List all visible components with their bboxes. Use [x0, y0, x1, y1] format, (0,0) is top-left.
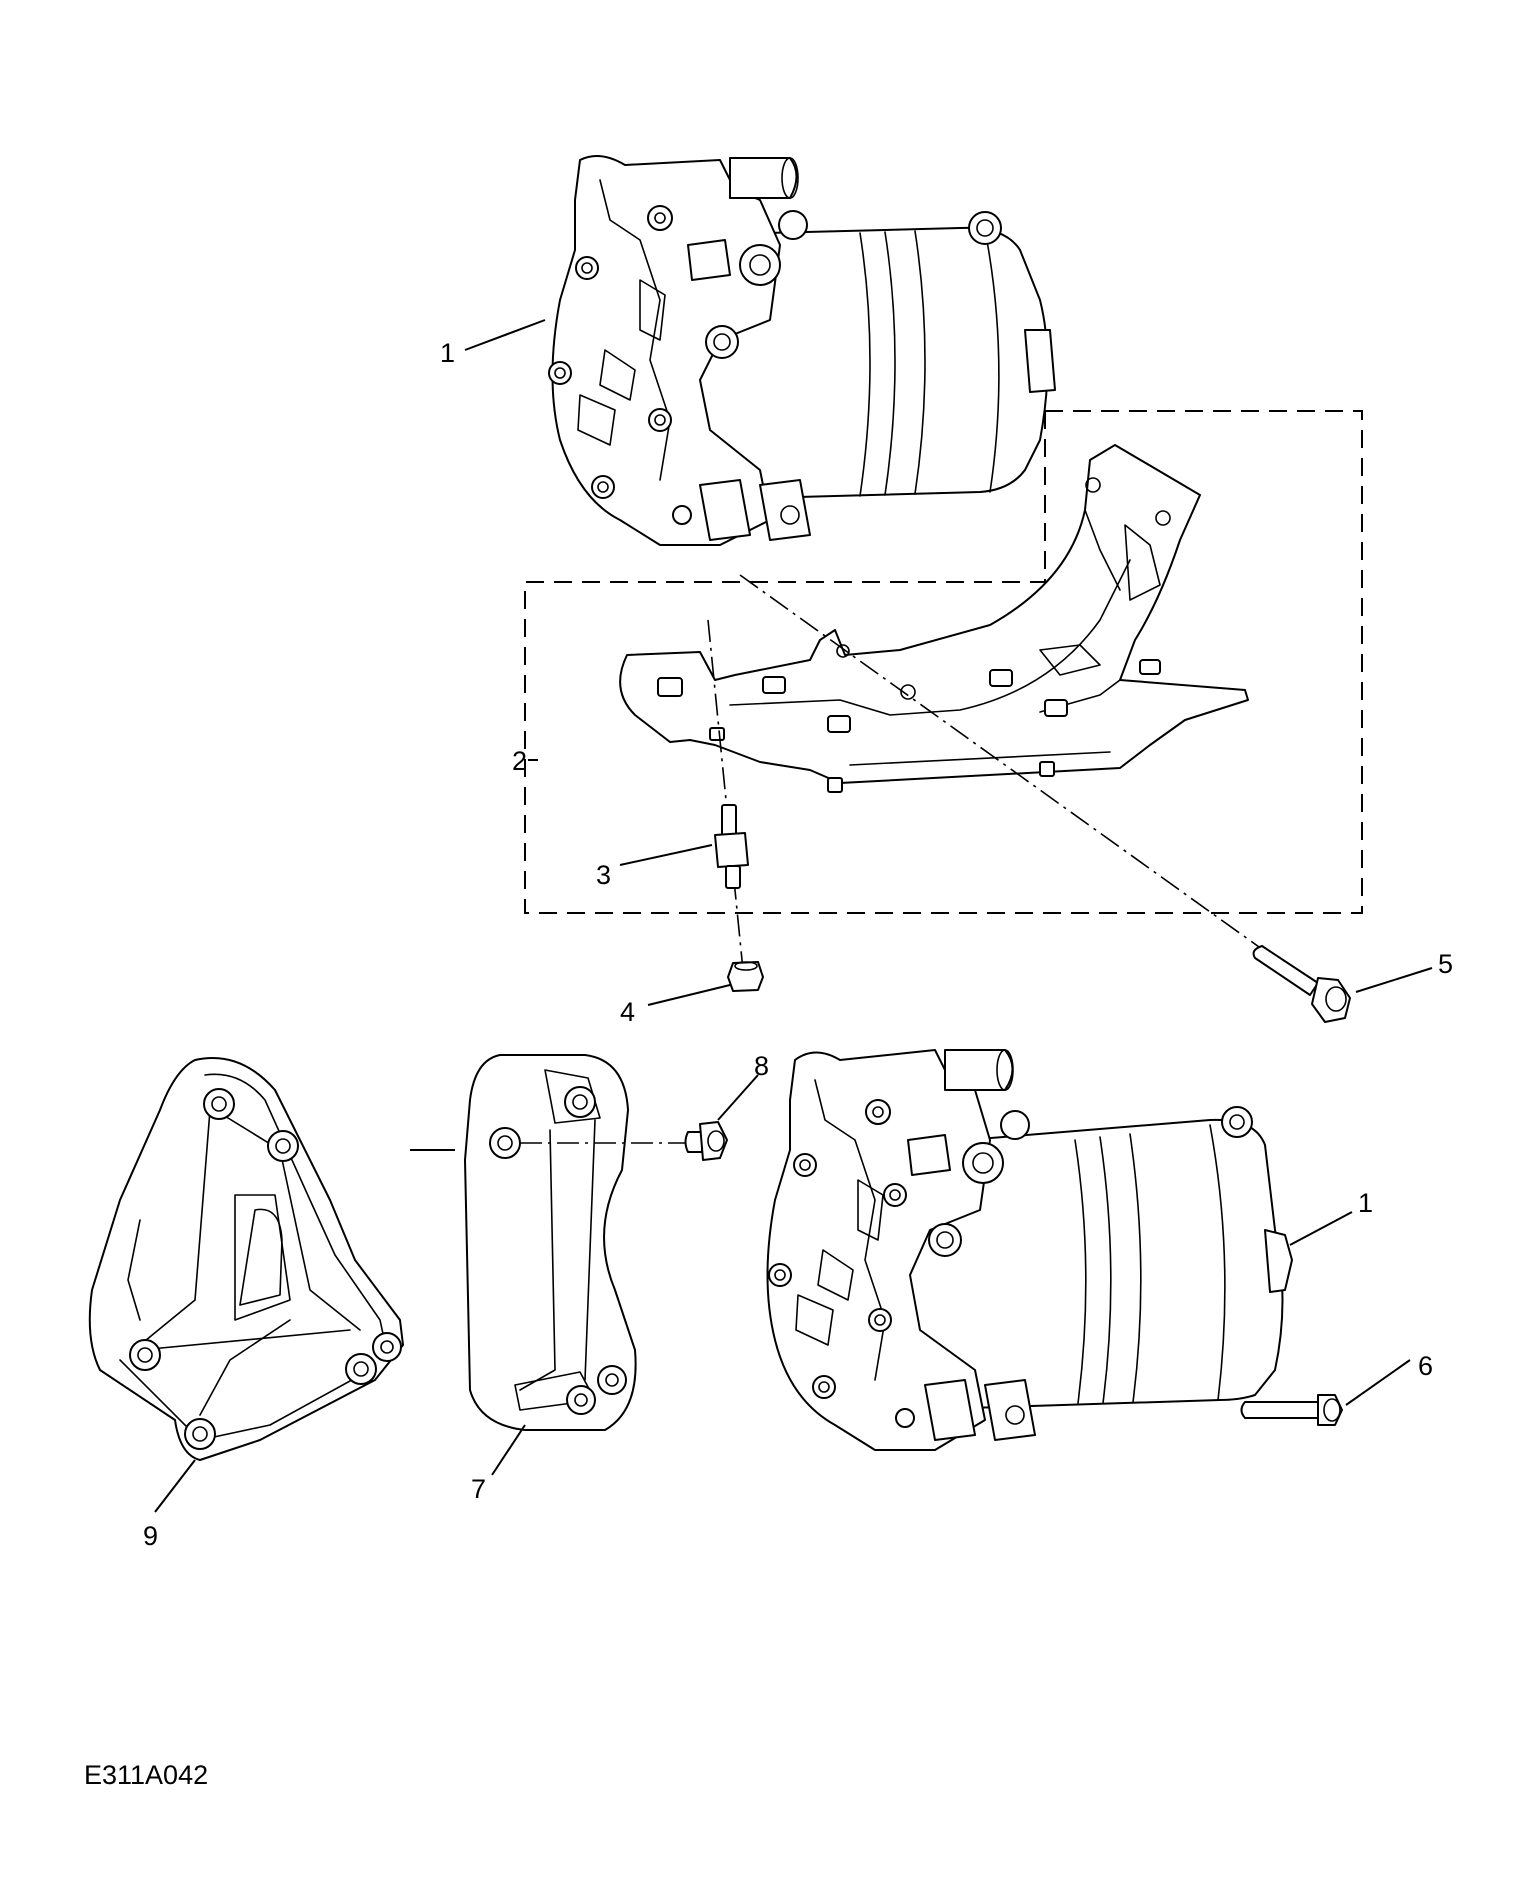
leader-5: [1355, 967, 1433, 993]
callout-4: 4: [620, 997, 635, 1027]
nut: [727, 961, 764, 992]
leader-7: [491, 1424, 526, 1476]
support-bracket: [88, 1057, 404, 1461]
leader-4: [647, 984, 731, 1006]
figure-id: E311A042: [84, 1760, 208, 1790]
callout-5: 5: [1438, 949, 1453, 979]
callout-9: 9: [143, 1521, 158, 1551]
leader-9: [154, 1459, 196, 1513]
callout-7: 7: [471, 1474, 486, 1504]
callout-8: 8: [754, 1051, 769, 1081]
callout-3: 3: [596, 860, 611, 890]
short-bolt: [684, 1121, 728, 1161]
compressor-mounting-bracket: [619, 444, 1249, 793]
leader-8: [717, 1074, 759, 1121]
ac-compressor-top: [548, 155, 1056, 546]
callout-1-bottom: 1: [1358, 1188, 1373, 1218]
leader-1-top: [464, 319, 546, 351]
assembly-2-boundary: [524, 410, 1363, 914]
leader-6: [1345, 1359, 1411, 1406]
callout-1-top: 1: [440, 338, 455, 368]
ac-compressor-bottom: [766, 1049, 1293, 1451]
leader-1-bottom: [1289, 1211, 1353, 1246]
callout-6: 6: [1418, 1351, 1433, 1381]
centreline-bolt-5: [739, 574, 1341, 1006]
long-bolt: [1252, 945, 1351, 1023]
bolt: [1240, 1394, 1343, 1426]
stud: [714, 804, 749, 889]
leader-3: [619, 844, 713, 866]
isolator-plate: [464, 1054, 637, 1431]
callout-2: 2: [512, 746, 527, 776]
